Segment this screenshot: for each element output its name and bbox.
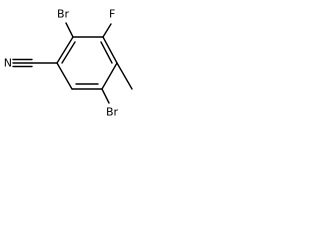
double-bond-c6-c1 (61, 41, 76, 64)
bond-c2-f (102, 23, 112, 38)
bond-c4-br (101, 88, 110, 104)
bond-c2-c3 (102, 36, 118, 64)
atom-label-nitrogen: N (4, 57, 12, 70)
bond-c6-c1 (56, 36, 74, 64)
atom-label-bromine-bottom: Br (106, 106, 119, 119)
ring-bonds (56, 36, 118, 90)
atom-label-fluorine: F (109, 8, 115, 21)
molecule-structure: Br F N Br (4, 8, 133, 119)
double-bond-c2-c3 (100, 41, 113, 64)
substituent-bonds (31, 22, 133, 104)
ring-inner-double-bonds (61, 41, 113, 85)
bond-c5-c6 (56, 62, 73, 90)
bond-c3-c4 (101, 62, 118, 90)
bond-c3-methyl (116, 62, 133, 90)
nitrile-triple-bond (12, 58, 33, 68)
atom-label-bromine-top: Br (57, 8, 70, 21)
bond-c1-br (65, 22, 74, 38)
